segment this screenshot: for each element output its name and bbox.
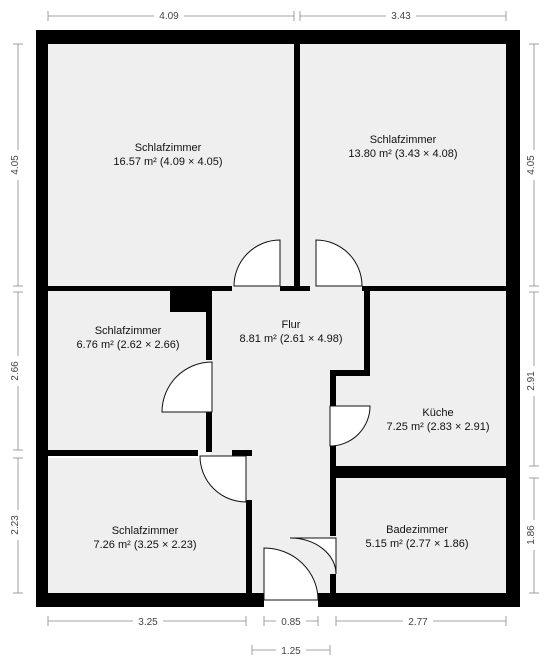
dim-top-left: 4.09: [159, 11, 179, 22]
dim-bottom-left: 3.25: [138, 617, 158, 628]
room-name-kitchen: Küche: [422, 407, 453, 419]
dim-right-middle: 2.91: [526, 371, 537, 391]
room-area-bedroom-sw: 7.26 m² (3.25 × 2.23): [93, 539, 196, 551]
dimension-labels: 4.09 3.43 4.05 2.66 2.23 4.05 2.91 1.86 …: [10, 8, 542, 657]
room-name-bedroom-w: Schlafzimmer: [95, 325, 162, 337]
room-name-bathroom: Badezimmer: [386, 524, 448, 536]
dim-left-upper: 4.05: [10, 155, 21, 175]
room-area-bedroom-ne: 13.80 m² (3.43 × 4.08): [348, 148, 457, 160]
room-name-hall: Flur: [282, 319, 301, 331]
dim-left-middle: 2.66: [10, 361, 21, 381]
room-floors: [48, 44, 506, 593]
dim-right-lower: 1.86: [526, 525, 537, 545]
dim-bottom-total: 1.25: [281, 646, 301, 657]
room-name-bedroom-nw: Schlafzimmer: [135, 142, 202, 154]
dim-top-right: 3.43: [391, 11, 411, 22]
room-area-kitchen: 7.25 m² (2.83 × 2.91): [386, 421, 489, 433]
room-area-hall: 8.81 m² (2.61 × 4.98): [239, 333, 342, 345]
room-area-bedroom-nw: 16.57 m² (4.09 × 4.05): [113, 156, 222, 168]
doors: [161, 239, 371, 601]
dim-right-upper: 4.05: [526, 155, 537, 175]
room-area-bathroom: 5.15 m² (2.77 × 1.86): [365, 538, 468, 550]
dim-bottom-entrance: 0.85: [281, 617, 301, 628]
room-name-bedroom-ne: Schlafzimmer: [370, 134, 437, 146]
room-area-bedroom-w: 6.76 m² (2.62 × 2.66): [76, 339, 179, 351]
dim-left-lower: 2.23: [10, 515, 21, 535]
dim-bottom-right: 2.77: [408, 617, 428, 628]
walls: [36, 30, 520, 607]
room-name-bedroom-sw: Schlafzimmer: [112, 525, 179, 537]
